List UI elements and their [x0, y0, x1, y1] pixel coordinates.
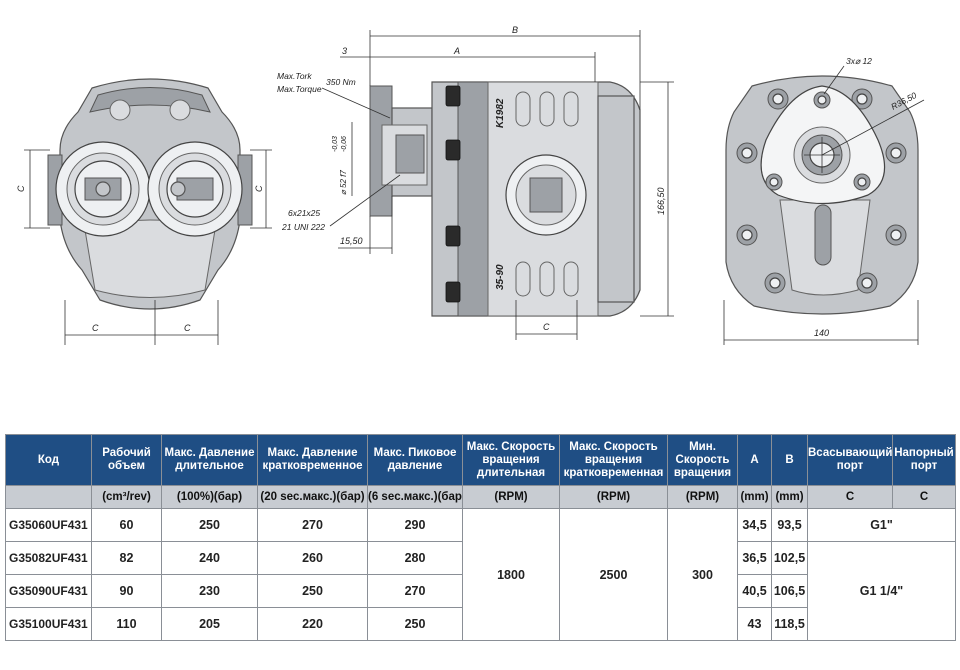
cell-a: 36,5: [737, 541, 772, 575]
unit-code: [5, 485, 92, 509]
cell-volume: 90: [91, 574, 162, 608]
header-speed-short: Макс. Скорость вращения кратковременная: [559, 434, 668, 486]
cell-speed-short: 2500: [559, 508, 668, 641]
cell-volume: 82: [91, 541, 162, 575]
unit-speed-short: (RPM): [559, 485, 668, 509]
label-350-nm: 350 Nm: [326, 77, 356, 87]
label-k1982: K1982: [495, 98, 506, 128]
unit-speed-continuous: (RPM): [462, 485, 560, 509]
cell-b: 118,5: [771, 607, 808, 641]
header-b: B: [771, 434, 808, 486]
label-c-right: C: [254, 185, 264, 192]
cell-b: 93,5: [771, 508, 808, 542]
table-header-row: Код Рабочий объем Макс. Давление длитель…: [5, 434, 956, 486]
unit-pressure-short: (20 sec.макс.)(бар): [257, 485, 368, 509]
label-b: B: [512, 25, 518, 35]
label-max-torque: Max.Torque: [277, 84, 322, 94]
unit-a: (mm): [737, 485, 772, 509]
unit-volume: (cm³/rev): [91, 485, 162, 509]
cell-code: G35060UF431: [5, 508, 92, 542]
cell-code: G35090UF431: [5, 574, 92, 608]
header-pressure-peak: Макс. Пиковое давление: [367, 434, 463, 486]
cell-pressure-continuous: 250: [161, 508, 258, 542]
cell-pressure-short: 270: [257, 508, 368, 542]
technical-drawings: C C C C K1982 35-90: [16, 25, 925, 345]
specification-table: Код Рабочий объем Макс. Давление длитель…: [5, 434, 956, 641]
label-a: A: [453, 46, 460, 56]
cell-code: G35100UF431: [5, 607, 92, 641]
rear-view-drawing: 3x⌀ 12 R36,50 140: [723, 56, 925, 345]
header-speed-min: Мин. Скорость вращения: [667, 434, 738, 486]
table-row: G35082UF431 82 240 260 280 36,5 102,5 G1…: [5, 541, 956, 641]
cell-b: 106,5: [771, 574, 808, 608]
label-c-bottom-right: C: [184, 323, 191, 333]
header-pressure-short: Макс. Давление кратковременное: [257, 434, 368, 486]
label-166-50: 166,50: [656, 187, 666, 215]
table-row: G35060UF431 60 250 270 290 1800 2500 300…: [5, 508, 956, 641]
unit-pressure-continuous: (100%)(бар): [161, 485, 258, 509]
cell-pressure-continuous: 240: [161, 541, 258, 575]
label-tol-upper: -0,03: [332, 136, 339, 152]
unit-b: (mm): [771, 485, 808, 509]
table-units-row: (cm³/rev) (100%)(бар) (20 sec.макс.)(бар…: [5, 485, 956, 509]
header-pressure-continuous: Макс. Давление длительное: [161, 434, 258, 486]
side-view-drawing: K1982 35-90 3 A B 166,50 Max.Tork Max.To…: [277, 25, 674, 340]
cell-volume: 110: [91, 607, 162, 641]
cell-pressure-short: 250: [257, 574, 368, 608]
cell-pressure-peak: 270: [367, 574, 463, 608]
cell-pressure-peak: 250: [367, 607, 463, 641]
cell-a: 40,5: [737, 574, 772, 608]
label-c-side: C: [543, 322, 550, 332]
label-3x12: 3x⌀ 12: [846, 56, 872, 66]
unit-pressure-port: C: [892, 485, 956, 509]
header-pressure-port: Напорный порт: [892, 434, 956, 486]
label-spline-standard: 21 UNI 222: [281, 222, 325, 232]
cell-pressure-short: 260: [257, 541, 368, 575]
unit-speed-min: (RPM): [667, 485, 738, 509]
label-tol-lower: -0,06: [341, 136, 348, 152]
cell-port-large: G1 1/4": [807, 541, 956, 641]
cell-b: 102,5: [771, 541, 808, 575]
header-suction-port: Всасывающий порт: [807, 434, 893, 486]
label-c-left: C: [16, 185, 26, 192]
cell-speed-continuous: 1800: [462, 508, 560, 641]
cell-pressure-continuous: 230: [161, 574, 258, 608]
front-view-drawing: C C C C: [16, 78, 272, 345]
cell-a: 34,5: [737, 508, 772, 542]
cell-pressure-peak: 290: [367, 508, 463, 542]
cell-volume: 60: [91, 508, 162, 542]
label-15-50: 15,50: [340, 236, 363, 246]
cell-port-small: G1": [807, 508, 956, 542]
header-a: A: [737, 434, 772, 486]
header-speed-continuous: Макс. Скорость вращения длительная: [462, 434, 560, 486]
cell-code: G35082UF431: [5, 541, 92, 575]
label-c-bottom-left: C: [92, 323, 99, 333]
cell-pressure-continuous: 205: [161, 607, 258, 641]
header-code: Код: [5, 434, 92, 486]
label-shaft-diameter: ⌀ 52 f7: [339, 170, 348, 195]
cell-speed-min: 300: [667, 508, 738, 641]
unit-suction-port: C: [807, 485, 893, 509]
label-35-90: 35-90: [495, 264, 506, 290]
label-140: 140: [814, 328, 829, 338]
label-3: 3: [342, 46, 347, 56]
cell-a: 43: [737, 607, 772, 641]
cell-pressure-short: 220: [257, 607, 368, 641]
label-spline-spec: 6x21x25: [288, 208, 320, 218]
header-volume: Рабочий объем: [91, 434, 162, 486]
table-row: G35100UF431 110 205 220 250 43 118,5: [5, 607, 956, 641]
label-max-tork: Max.Tork: [277, 71, 312, 81]
cell-pressure-peak: 280: [367, 541, 463, 575]
unit-pressure-peak: (6 sec.макс.)(бар): [367, 485, 463, 509]
